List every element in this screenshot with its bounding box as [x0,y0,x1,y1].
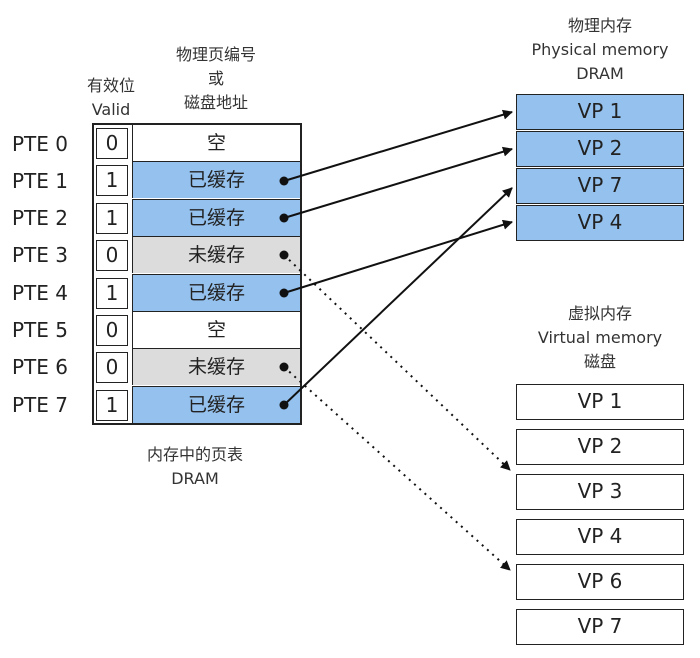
pte-label: PTE 7 [12,393,68,417]
ppn-header-line3: 磁盘地址 [183,93,248,112]
row-divider [132,236,302,237]
physical-page-slot: VP 7 [516,168,684,204]
pte-content-cell: 空 [132,312,300,348]
arrow-pte4-to-vp4 [283,219,513,294]
physical-page-slot: VP 1 [516,94,684,130]
pte-content-cell: 已缓存 [132,275,300,311]
pte-content-cell: 未缓存 [132,349,300,385]
arrow-pte2-to-vp2 [283,146,513,219]
valid-bit-cell: 1 [96,390,128,421]
arrow-pte1-to-vp1 [283,109,513,182]
page-table-frame [92,123,302,425]
page-table-caption: 内存中的页表 DRAM [120,443,270,491]
virtual-memory-header: 虚拟内存 Virtual memory 磁盘 [500,302,700,374]
virtual-memory-header-en: Virtual memory [537,328,663,347]
virtual-page-slot: VP 4 [516,519,684,555]
ppn-header-line2: 或 [207,69,224,88]
row-divider [132,348,302,349]
valid-header-en: Valid [91,100,131,119]
virtual-memory-header-type: 磁盘 [583,352,616,371]
valid-bit-cell: 0 [96,128,128,159]
valid-bit-cell: 1 [96,165,128,196]
virtual-page-slot: VP 3 [516,474,684,510]
valid-bit-cell: 0 [96,315,128,346]
pte-label: PTE 0 [12,132,68,156]
pte-content-cell: 已缓存 [132,200,300,236]
row-divider [132,386,302,387]
pte-content-cell: 空 [132,125,300,161]
pte-content-cell: 未缓存 [132,237,300,273]
pte-label: PTE 4 [12,281,68,305]
arrow-pte7-to-vp7 [283,187,513,406]
page-table-caption-line1: 内存中的页表 [146,445,243,464]
arrow-pte3-to-vp3-disk [283,254,511,471]
ppn-header: 物理页编号 或 磁盘地址 [146,43,286,115]
page-table-caption-line2: DRAM [171,469,219,488]
physical-page-slot: VP 2 [516,131,684,167]
virtual-page-slot: VP 7 [516,609,684,645]
pte-label: PTE 1 [12,169,68,193]
pte-label: PTE 2 [12,206,68,230]
valid-header-zh: 有效位 [86,76,135,95]
row-divider [132,274,302,275]
valid-header: 有效位 Valid [76,74,146,122]
physical-page-slot: VP 4 [516,205,684,241]
pte-label: PTE 3 [12,243,68,267]
row-divider [132,311,302,312]
physical-memory-header-en: Physical memory [531,40,669,59]
physical-memory-header: 物理内存 Physical memory DRAM [500,14,700,86]
virtual-page-slot: VP 1 [516,384,684,420]
row-divider [132,161,302,162]
virtual-page-slot: VP 2 [516,429,684,465]
valid-bit-cell: 1 [96,278,128,309]
pte-content-cell: 已缓存 [132,387,300,423]
physical-memory-header-type: DRAM [576,64,624,83]
valid-bit-cell: 0 [96,352,128,383]
virtual-page-slot: VP 6 [516,564,684,600]
valid-bit-cell: 0 [96,240,128,271]
pte-content-cell: 已缓存 [132,162,300,198]
virtual-memory-header-zh: 虚拟内存 [567,304,632,323]
pte-label: PTE 6 [12,355,68,379]
pte-label: PTE 5 [12,318,68,342]
row-divider [132,199,302,200]
valid-bit-cell: 1 [96,203,128,234]
ppn-header-line1: 物理页编号 [175,45,256,64]
arrow-pte6-to-vp6-disk [283,366,511,571]
physical-memory-header-zh: 物理内存 [567,16,632,35]
